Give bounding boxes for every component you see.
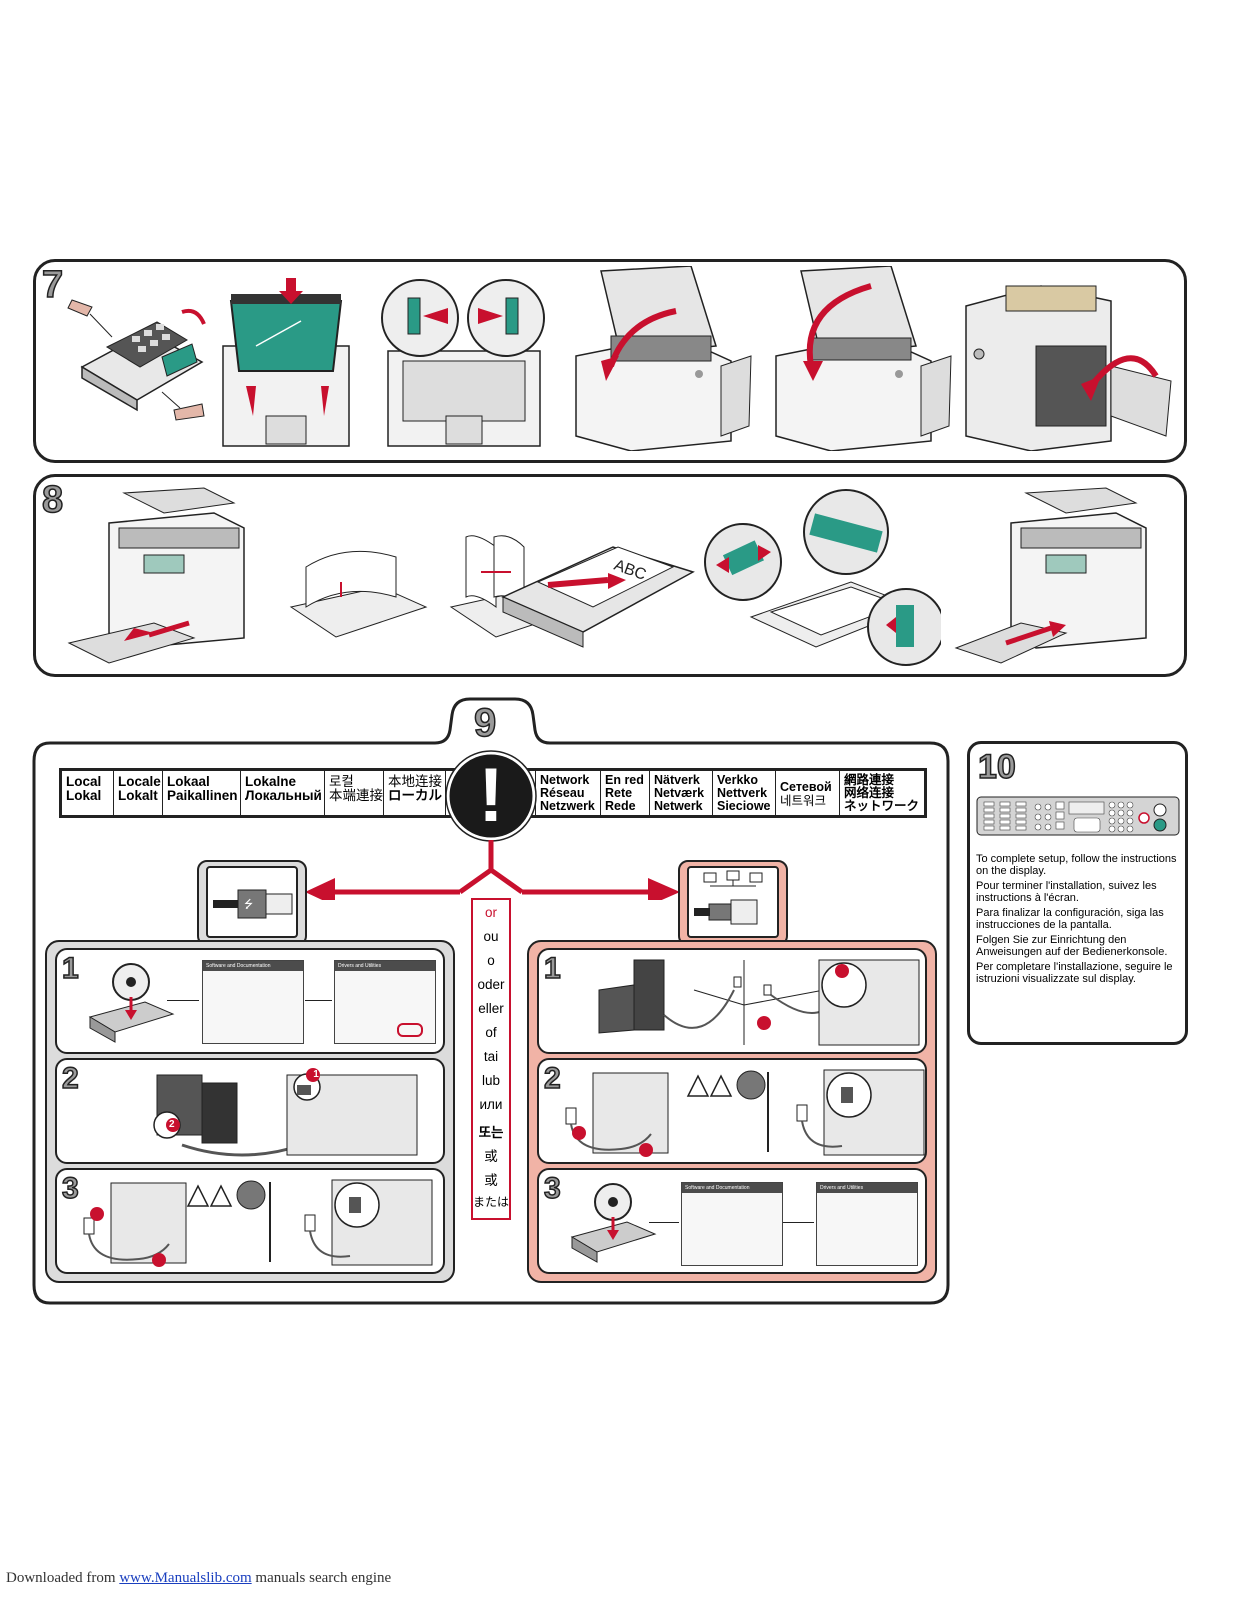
illustration-remove-packaging: [67, 299, 206, 421]
or-word: または: [473, 1195, 510, 1209]
exclamation-mark: !: [478, 753, 504, 838]
local-step2-number: 2: [61, 1062, 79, 1095]
network-step2: 2: [537, 1058, 927, 1164]
local-label-zh-ja: 本地连接ローカル: [384, 771, 446, 815]
illustration-power-cord: [83, 1182, 187, 1267]
network-step3-number: 3: [543, 1172, 561, 1205]
illustration-lock-levers: [381, 279, 545, 447]
network-icon-box: [687, 866, 779, 938]
screen-software-docs: Software and Documentation: [202, 960, 304, 1044]
network-step3: 3 Software and Documentation Drivers and…: [537, 1168, 927, 1274]
illustration-insert-cd: [570, 1183, 657, 1263]
network-label-zh-ja: 網路連接网络连接ネットワーク: [844, 773, 920, 813]
connector-line: [783, 1222, 814, 1223]
illustration-power-on: [796, 1069, 925, 1156]
illustration-insert-transfer-belt: [222, 278, 350, 447]
local-step1-number: 1: [61, 952, 79, 985]
step7-panel: 7: [33, 259, 1187, 463]
or-word: lub: [481, 1073, 500, 1088]
local-step2: 2 1 2: [55, 1058, 445, 1164]
step8-number: 8: [41, 479, 64, 521]
instruction-es: Para finalizar la configuración, siga la…: [976, 907, 1164, 931]
branch-arrows: [305, 840, 680, 900]
step10-number: 10: [977, 748, 1016, 786]
or-word: oder: [477, 977, 505, 992]
network-step2-number: 2: [543, 1062, 561, 1095]
or-word: of: [485, 1025, 497, 1040]
illustration-power-on: [304, 1179, 433, 1266]
illustration-network-cable: [598, 959, 920, 1046]
or-word: tai: [483, 1049, 499, 1064]
illustration-close-cover-1: [575, 266, 752, 451]
svg-text:⭍: ⭍: [244, 898, 253, 911]
step8-panel: 8 ABC: [33, 474, 1187, 677]
network-step1: 1: [537, 948, 927, 1054]
usb-icon-box: ⭍: [206, 866, 298, 938]
local-step1: 1 Software and Documentation Drivers and…: [55, 948, 445, 1054]
local-step3: 3: [55, 1168, 445, 1274]
manualslib-link[interactable]: www.Manualslib.com: [119, 1570, 252, 1586]
or-word: or: [484, 905, 497, 920]
connector-line: [305, 1000, 332, 1001]
control-panel-illustration: [976, 796, 1180, 836]
illustration-insert-cd: [88, 963, 175, 1043]
connector-line: [167, 1000, 199, 1001]
callout-2: 2: [169, 1119, 175, 1130]
or-word: o: [487, 953, 495, 968]
step10-instructions: To complete setup, follow the instructio…: [976, 853, 1184, 988]
instruction-en: To complete setup, follow the instructio…: [976, 853, 1177, 877]
or-word: 或: [484, 1149, 498, 1164]
or-word: 或: [484, 1173, 498, 1188]
illustration-adjust-guides: [704, 489, 941, 666]
step10-panel: 10 To complete setup, follow the instruc…: [967, 741, 1188, 1045]
screen-drivers-utilities: Drivers and Utilities: [334, 960, 436, 1044]
callout-1: 1: [313, 1069, 319, 1080]
next-button[interactable]: [397, 1023, 423, 1037]
footer: Downloaded from www.Manualslib.com manua…: [6, 1570, 391, 1587]
or-word: 또는: [478, 1125, 504, 1140]
screen-drivers-utilities: Drivers and Utilities: [816, 1182, 918, 1266]
local-step3-number: 3: [61, 1172, 79, 1205]
screen-software-docs: Software and Documentation: [681, 1182, 783, 1266]
step9-number: 9: [473, 701, 497, 745]
footer-prefix: Downloaded from: [6, 1570, 120, 1586]
divider: [269, 1182, 271, 1262]
usb-cable-icon: ⭍: [213, 889, 293, 919]
illustration-close-rear-door: [965, 285, 1172, 451]
illustration-usb-cable-connect: [153, 1068, 418, 1157]
instruction-it: Per completare l'installazione, seguire …: [976, 961, 1173, 985]
connector-line: [649, 1222, 679, 1223]
instruction-de: Folgen Sie zur Einrichtung den Anweisung…: [976, 934, 1168, 958]
step7-number: 7: [41, 264, 64, 306]
or-word: ou: [483, 929, 499, 944]
network-step1-number: 1: [543, 952, 561, 985]
network-cable-icon: [694, 870, 763, 925]
illustration-insert-tray: [954, 487, 1147, 664]
divider: [767, 1072, 769, 1152]
caution-icons: [686, 1070, 766, 1100]
illustration-power-cord: [565, 1072, 669, 1157]
illustration-close-cover-2: [775, 266, 952, 451]
footer-suffix: manuals search engine: [251, 1570, 392, 1586]
illustration-load-paper: ABC: [501, 546, 695, 648]
illustration-pull-out-tray: [67, 487, 245, 664]
or-word: или: [479, 1097, 503, 1112]
caution-icons: [186, 1180, 266, 1210]
or-translations: or ou o oder eller of tai lub или 또는 或 或…: [471, 898, 511, 1220]
instruction-fr: Pour terminer l'installation, suivez les…: [976, 880, 1157, 904]
or-word: eller: [478, 1001, 504, 1016]
